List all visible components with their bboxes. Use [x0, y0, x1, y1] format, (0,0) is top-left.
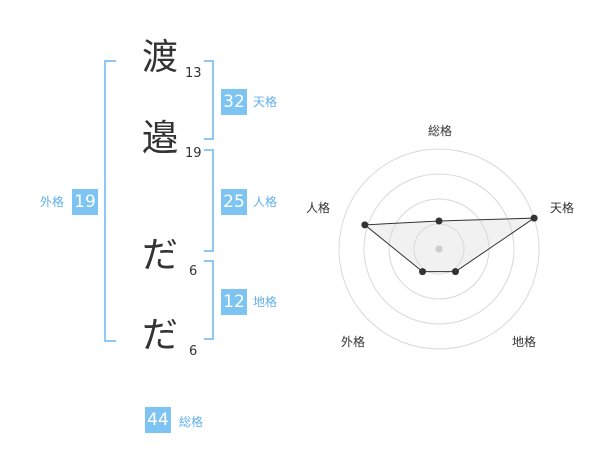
radar-label-jinkaku: 人格 [306, 200, 330, 215]
jinkaku-label: 人格 [253, 195, 278, 209]
radar-point-4 [361, 221, 369, 229]
gaikaku-label: 外格 [40, 195, 65, 209]
radar-polygon [363, 217, 536, 273]
radar-point-1 [530, 214, 538, 222]
soukaku-label: 総格 [179, 415, 204, 429]
chikaku-label: 地格 [253, 295, 278, 309]
stroke-count-2: 19 [185, 146, 202, 161]
tenkaku-bracket [204, 60, 214, 140]
stroke-count-4: 6 [189, 344, 198, 359]
radar-label-gaikaku: 外格 [341, 334, 365, 349]
stroke-count-3: 6 [189, 264, 198, 279]
tenkaku-value: 32 [221, 89, 247, 115]
name-char-4: だ [142, 315, 179, 356]
chikaku-bracket [204, 260, 214, 340]
radar-point-0 [435, 217, 443, 225]
jinkaku-value: 25 [221, 189, 247, 215]
soukaku-value: 44 [145, 407, 171, 433]
name-char-3: だ [142, 235, 179, 276]
radar-ring [363, 173, 515, 325]
stroke-count-1: 13 [185, 66, 202, 81]
radar-point-3 [419, 268, 427, 276]
gaikaku-value: 19 [72, 189, 98, 215]
chikaku-value: 12 [221, 289, 247, 315]
radar-ring [338, 148, 540, 350]
radar-label-tenkaku: 天格 [550, 200, 574, 215]
jinkaku-bracket [204, 149, 214, 252]
name-char-1: 渡 [142, 37, 179, 78]
tenkaku-label: 天格 [253, 95, 278, 109]
radar-label-chikaku: 地格 [512, 334, 536, 349]
radar-center-point [435, 245, 443, 253]
radar-points [361, 214, 538, 276]
radar-point-2 [451, 268, 459, 276]
radar-label-soukaku: 総格 [428, 123, 452, 138]
name-char-2: 邉 [142, 118, 179, 159]
gaikaku-bracket [104, 60, 116, 342]
